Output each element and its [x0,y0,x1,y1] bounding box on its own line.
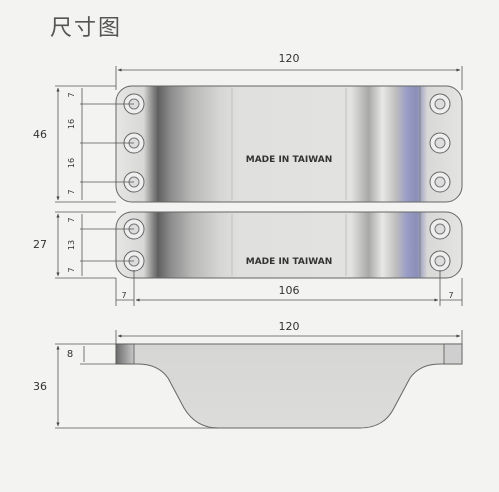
edge-offset-right-label: 7 [448,291,453,300]
hole-pitch-label: 106 [279,284,300,297]
hole-spacing-label: 13 [67,240,76,250]
edge-offset-left-label: 7 [121,291,126,300]
small-plate-marking: MADE IN TAIWAN [246,257,332,267]
hole-inner [434,98,446,110]
large-plate-marking: MADE IN TAIWAN [246,155,332,165]
hole-spacing-label: 16 [67,158,76,168]
small-plate-height-label: 27 [33,238,47,251]
side-view-height-label: 36 [33,380,47,393]
small-plate-holes-right [429,218,451,272]
hole-inner [434,255,446,267]
hole-spacing-label: 7 [67,189,76,194]
side-profile [115,343,463,429]
small-plate-body [115,211,463,279]
side-view: 120 8 36 [33,320,463,429]
page-title: 尺寸图 [50,16,123,41]
end-cap-left [115,343,135,365]
large-plate-height-label: 46 [33,128,47,141]
large-plate-holes-right [429,93,451,193]
hole-spacing-label: 7 [67,92,76,97]
large-plate: 120 [33,52,463,203]
hole-inner [434,223,446,235]
large-plate-body [115,85,463,203]
large-plate-length-label: 120 [279,52,300,65]
small-plate: MADE IN TAIWAN 27 7 13 7 106 7 7 [33,211,463,306]
hole-spacing-label: 16 [67,119,76,129]
hole-spacing-label: 7 [67,217,76,222]
hole-inner [434,176,446,188]
end-cap-right [443,343,463,365]
hole-inner [434,137,446,149]
hole-spacing-label: 7 [67,267,76,272]
side-view-thickness-label: 8 [67,349,73,360]
side-view-length-label: 120 [279,320,300,333]
